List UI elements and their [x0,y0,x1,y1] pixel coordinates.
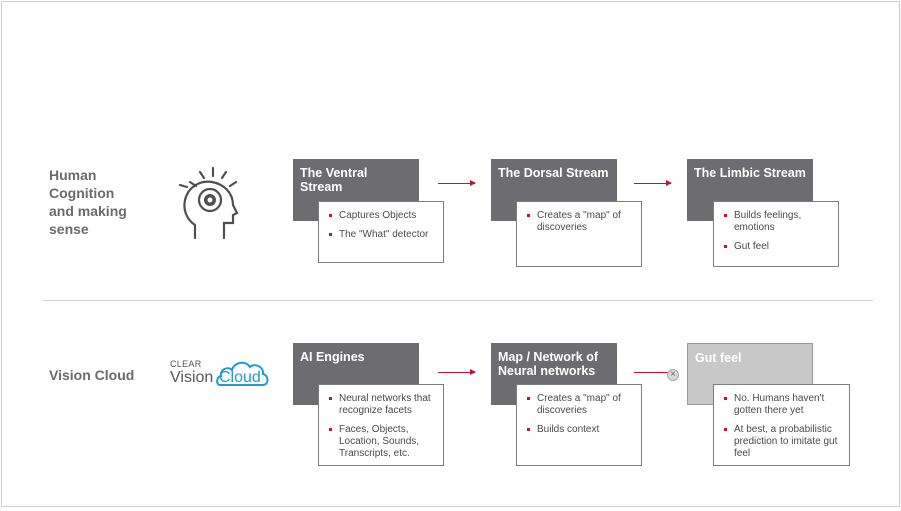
list-item: Builds context [525,424,637,436]
clear-vision-cloud-logo: CLEAR Vision Cloud [170,359,270,389]
arrow-connector [634,372,668,373]
stage-card-limbic: Builds feelings, emotions Gut feel [713,201,839,267]
stage-card-map-network: Creates a "map" of discoveries Builds co… [516,384,642,466]
list-item: Faces, Objects, Location, Sounds, Transc… [327,424,439,460]
arrow-connector [634,180,672,186]
stage-card-ai-engines: Neural networks that recognize facets Fa… [318,384,444,466]
list-item: Builds feelings, emotions [722,210,834,234]
list-item: Captures Objects [327,210,439,222]
stage-card-dorsal: Creates a "map" of discoveries [516,201,642,267]
list-item: At best, a probabilistic prediction to i… [722,424,845,460]
arrow-connector [438,369,476,375]
section-divider [43,300,873,301]
list-item: Creates a "map" of discoveries [525,393,637,417]
x-circle-icon: × [667,369,679,381]
arrow-connector [438,180,476,186]
cloud-icon [216,361,269,386]
list-item: Creates a "map" of discoveries [525,210,637,234]
list-item: No. Humans haven't gotten there yet [722,393,845,417]
list-item: The "What" detector [327,229,439,241]
list-item: Neural networks that recognize facets [327,393,439,417]
row-title-human-cognition: Human Cognition and making sense [49,167,127,237]
stage-card-gut-feel: No. Humans haven't gotten there yet At b… [713,384,850,466]
head-target-icon [178,166,239,240]
list-item: Gut feel [722,241,834,253]
stage-card-ventral: Captures Objects The "What" detector [318,201,444,263]
row-title-vision-cloud: Vision Cloud [49,367,135,383]
